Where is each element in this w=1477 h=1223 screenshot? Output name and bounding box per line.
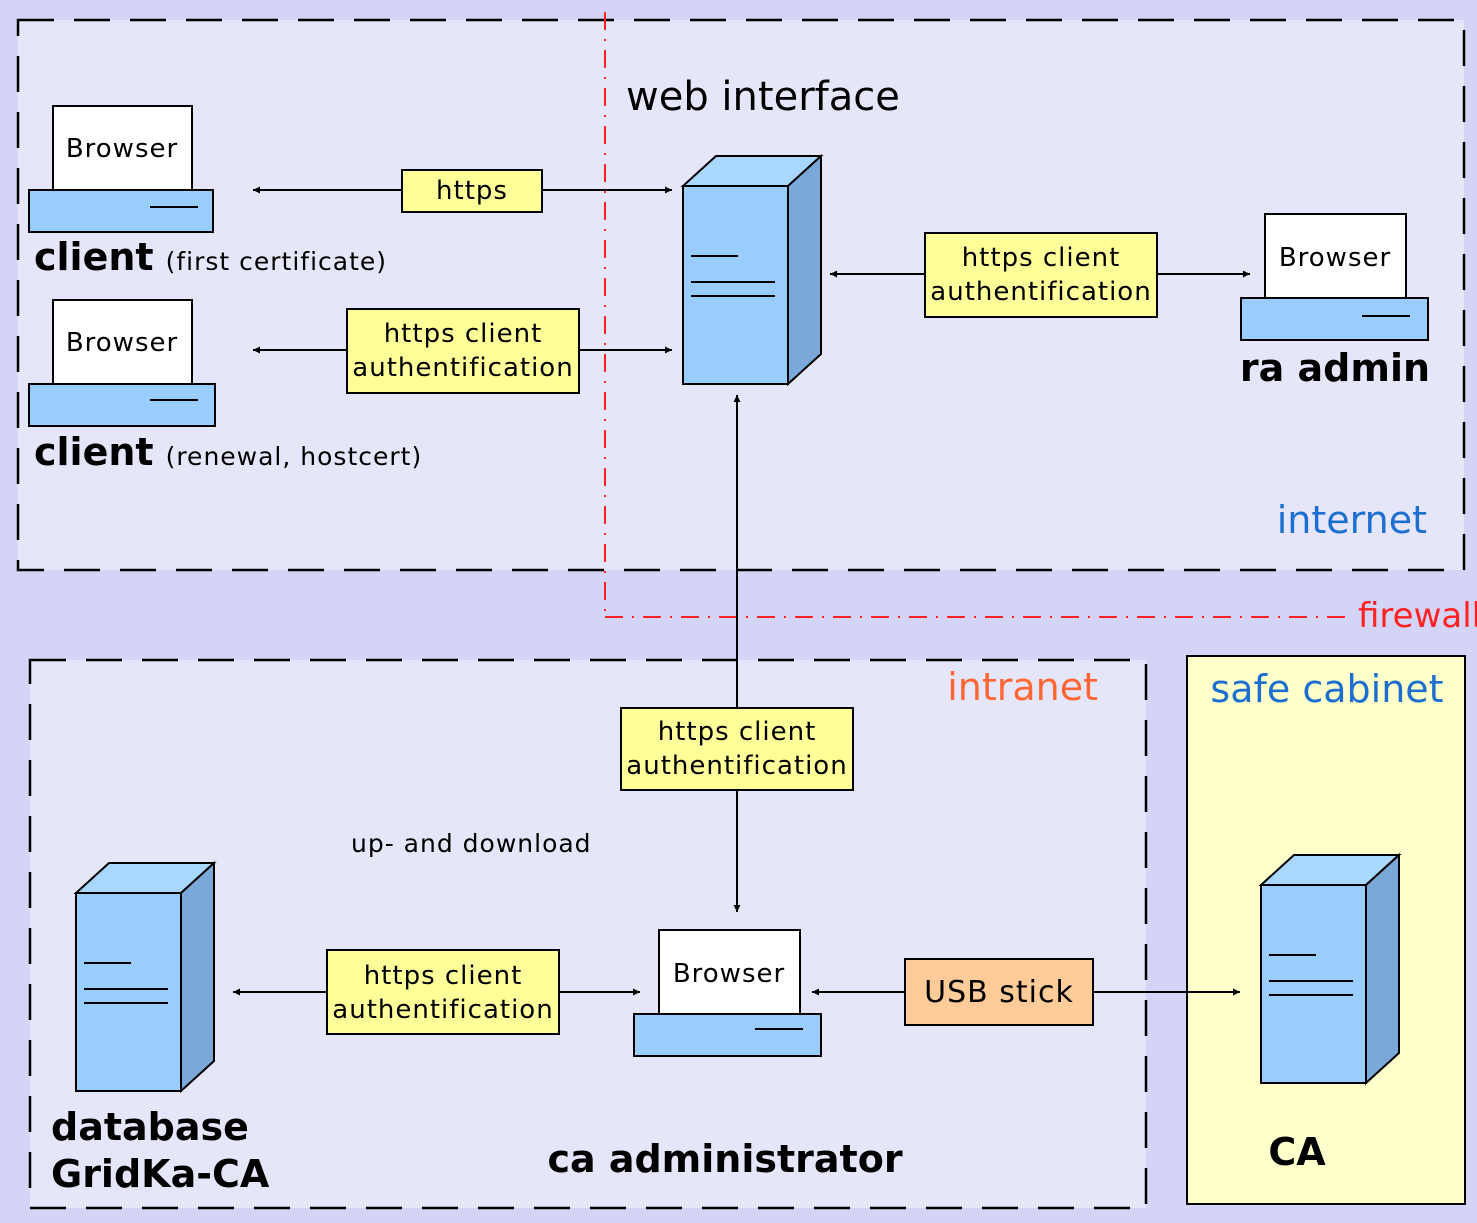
usb-stick-label-box: USB stick — [904, 958, 1094, 1026]
ra-admin-label: ra admin — [1240, 346, 1430, 390]
client-1-name: client — [34, 235, 154, 279]
firewall-label: firewall — [1358, 596, 1477, 636]
ra-admin-workstation: Browser — [1240, 213, 1429, 341]
up-and-download-label: up- and download — [351, 829, 592, 858]
gridka-ca-label: GridKa-CA — [51, 1152, 270, 1196]
client-2-note: (renewal, hostcert) — [166, 442, 423, 471]
client-1-label: client (first certificate) — [34, 235, 387, 279]
raadmin-auth-line2: authentification — [930, 277, 1151, 307]
https-label: https — [436, 176, 508, 206]
ca-server-icon — [1260, 854, 1400, 1084]
client2-auth-line2: authentification — [352, 353, 573, 383]
ra-admin-browser-label: Browser — [1279, 243, 1391, 273]
intranet-zone — [28, 658, 1148, 1210]
ca-label: CA — [1268, 1130, 1326, 1174]
usb-stick-label: USB stick — [924, 975, 1074, 1010]
ca-admin-browser-label: Browser — [673, 959, 785, 989]
ca-admin-workstation: Browser — [633, 929, 822, 1057]
database-label: database — [51, 1105, 249, 1149]
database-server-icon — [75, 862, 215, 1092]
client-1-browser-label: Browser — [66, 134, 178, 164]
client2-auth-label-box: https client authentification — [346, 308, 580, 394]
intranet-label: intranet — [947, 665, 1098, 709]
client-1-workstation: Browser — [28, 105, 214, 233]
safe-cabinet-label: safe cabinet — [1210, 667, 1443, 711]
internet-label: internet — [1277, 498, 1427, 542]
db-auth-line2: authentification — [332, 995, 553, 1025]
https-label-box: https — [401, 169, 543, 213]
client-2-browser-label: Browser — [66, 328, 178, 358]
caadmin-auth-label-box: https client authentification — [620, 707, 854, 791]
firewall-line — [604, 12, 1345, 618]
client-1-note: (first certificate) — [166, 247, 387, 276]
raadmin-auth-line1: https client — [962, 243, 1121, 273]
client2-auth-line1: https client — [384, 319, 543, 349]
caadmin-auth-line1: https client — [658, 717, 817, 747]
raadmin-auth-label-box: https client authentification — [924, 232, 1158, 318]
web-interface-title: web interface — [626, 74, 900, 120]
client-2-label: client (renewal, hostcert) — [34, 430, 422, 474]
client-2-name: client — [34, 430, 154, 474]
client-2-workstation: Browser — [28, 299, 216, 427]
db-auth-line1: https client — [364, 961, 523, 991]
ca-administrator-label: ca administrator — [547, 1137, 902, 1181]
web-server-icon — [682, 155, 822, 385]
caadmin-auth-line2: authentification — [626, 751, 847, 781]
db-auth-label-box: https client authentification — [326, 949, 560, 1035]
